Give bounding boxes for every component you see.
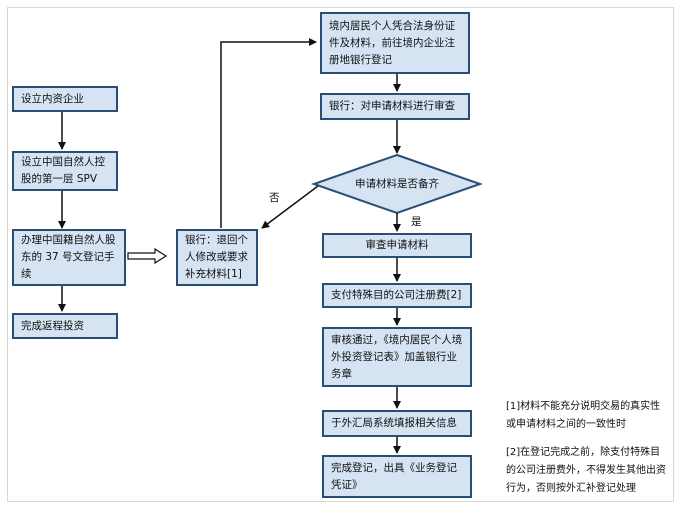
box-submit-to-bank: 境内居民个人凭合法身份证件及材料，前往境内企业注册地银行登记 [320, 12, 470, 74]
box-text: 完成登记，出具《业务登记凭证》 [331, 461, 457, 491]
box-fill-safe-system: 于外汇局系统填报相关信息 [322, 410, 472, 437]
hollow-arrow [127, 247, 168, 265]
box-text: 银行：退回个人修改或要求补充材料[1] [185, 234, 248, 280]
box-text: 支付特殊目的公司注册费[2] [331, 289, 462, 301]
box-text: 完成返程投资 [21, 319, 84, 332]
box-bank-return-materials: 银行：退回个人修改或要求补充材料[1] [176, 229, 258, 286]
diagram-frame [7, 7, 674, 502]
footnote-2: [2]在登记完成之前，除支付特殊目的公司注册费外，不得发生其他出资行为，否则按外… [506, 447, 666, 494]
label-yes: 是 [411, 216, 422, 228]
box-text: 设立内资企业 [21, 92, 84, 105]
arrow-no [261, 185, 319, 229]
box-text: 境内居民个人凭合法身份证件及材料，前往境内企业注册地银行登记 [329, 19, 455, 66]
box-circular-37-registration: 办理中国籍自然人股东的 37 号文登记手续 [12, 229, 126, 286]
box-complete-round-trip-investment: 完成返程投资 [12, 313, 118, 339]
box-bank-review: 银行：对申请材料进行审查 [320, 93, 470, 120]
box-approval-stamp: 审核通过，《境内居民个人境外投资登记表》加盖银行业务章 [322, 327, 472, 387]
box-text: 审查申请材料 [365, 239, 429, 251]
box-text: 审核通过，《境内居民个人境外投资登记表》加盖银行业务章 [331, 333, 463, 380]
footnote-1: [1]材料不能充分说明交易的真实性或申请材料之间的一致性时 [506, 401, 661, 430]
arrow-return-up [220, 38, 317, 228]
box-establish-domestic-enterprise: 设立内资企业 [12, 86, 118, 112]
box-establish-first-spv: 设立中国自然人控股的第一层 SPV [12, 151, 118, 191]
box-pay-spv-registration-fee: 支付特殊目的公司注册费[2] [322, 283, 472, 308]
box-text: 银行：对申请材料进行审查 [329, 100, 455, 112]
box-text: 于外汇局系统填报相关信息 [331, 417, 457, 429]
decision-label: 申请材料是否备齐 [355, 178, 439, 190]
box-examine-materials: 审查申请材料 [322, 233, 472, 258]
box-complete-registration: 完成登记，出具《业务登记凭证》 [322, 455, 472, 498]
box-text: 办理中国籍自然人股东的 37 号文登记手续 [21, 234, 116, 280]
label-no: 否 [269, 192, 280, 204]
box-text: 设立中国自然人控股的第一层 SPV [21, 156, 105, 185]
